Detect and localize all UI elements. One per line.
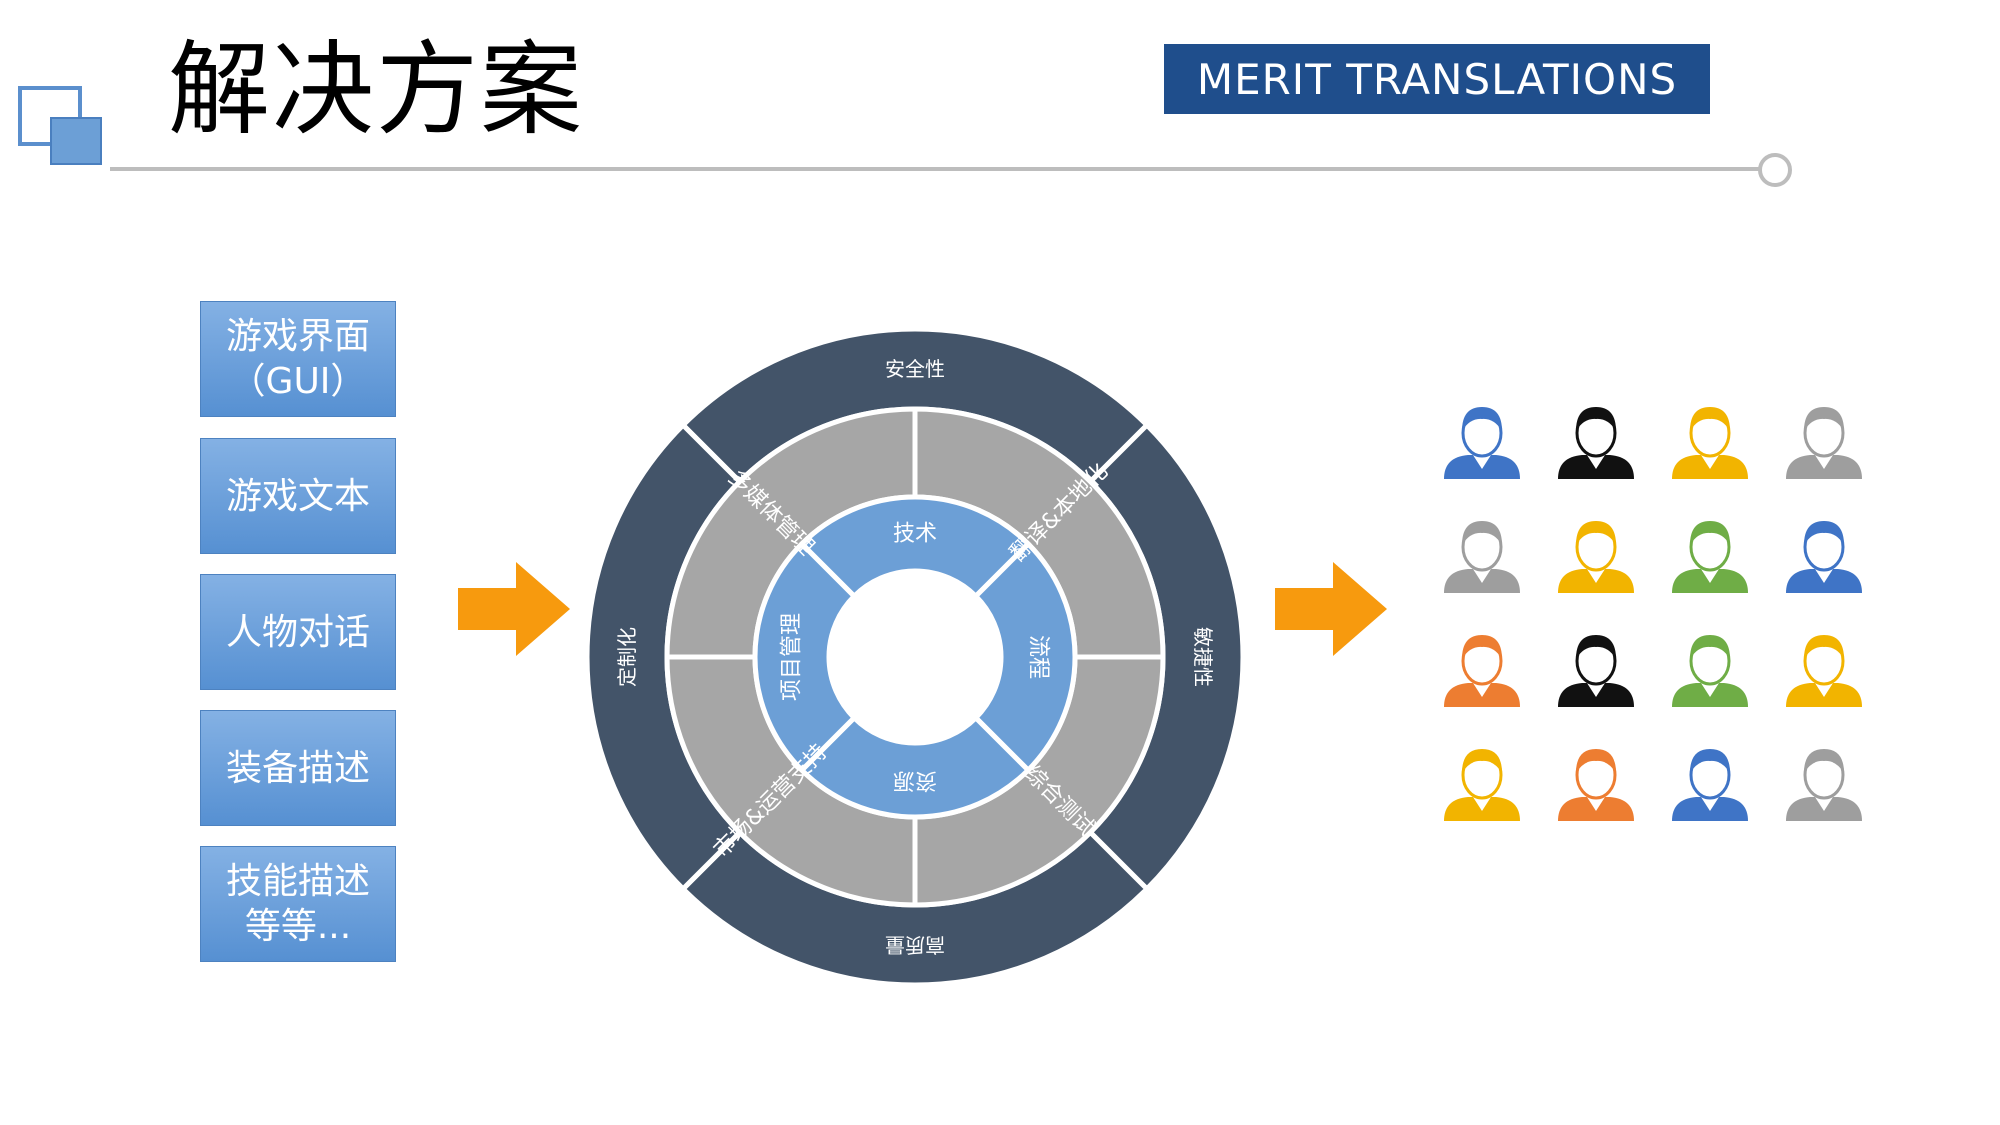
content-type-text: 游戏文本 (200, 438, 396, 554)
customer-avatar-grid (1444, 407, 1862, 821)
woman-gray-icon (1786, 749, 1862, 821)
ring-outer-quality-label: 高质量 (885, 933, 945, 957)
ring-outer-agility-label: 敏捷性 (1191, 627, 1215, 687)
woman-dark-icon (1558, 635, 1634, 707)
man-vest-icon (1444, 749, 1520, 821)
brand-badge: MERIT TRANSLATIONS (1164, 44, 1710, 114)
ring-inner-process-segment (972, 540, 1078, 774)
logo-square-filled (50, 117, 102, 165)
page-title: 解决方案 (168, 31, 584, 150)
man-beard-icon (1672, 521, 1748, 593)
ring-inner-process-label: 流程 (1026, 635, 1051, 679)
ring-center-hub (832, 574, 998, 740)
man-green-icon (1672, 635, 1748, 707)
ring-inner-resources-segment (798, 714, 1032, 820)
man-glasses-icon (1444, 407, 1520, 479)
ring-inner-technology-segment (798, 494, 1032, 600)
solution-ring-diagram: 安全性敏捷性高质量定制化多媒体管理翻译&本地化综合测试市场&运营支持技术流程资源… (585, 327, 1245, 987)
content-type-skills: 技能描述 等等... (200, 846, 396, 962)
content-type-equipment: 装备描述 (200, 710, 396, 826)
man-striped-icon (1444, 521, 1520, 593)
man-mustache-icon (1786, 521, 1862, 593)
man-glasses-yellow-icon (1786, 635, 1862, 707)
man-cap-icon (1558, 407, 1634, 479)
ring-inner-pm-segment (752, 540, 858, 774)
ring-inner-pm-label: 项目管理 (780, 613, 805, 701)
content-type-dialogue: 人物对话 (200, 574, 396, 690)
woman-headset-icon (1672, 749, 1748, 821)
man-suit-icon (1672, 407, 1748, 479)
man-beard-glasses-icon (1786, 407, 1862, 479)
ring-inner-resources-label: 资源 (893, 768, 937, 793)
ring-outer-security-label: 安全性 (885, 357, 945, 381)
arrow-right-icon (1275, 562, 1387, 656)
header-divider (110, 167, 1760, 171)
divider-end-circle (1758, 153, 1792, 187)
ring-inner-technology-label: 技术 (893, 522, 937, 547)
arrow-right-icon (458, 562, 570, 656)
content-type-gui: 游戏界面 （GUI） (200, 301, 396, 417)
woman-orange-icon (1558, 749, 1634, 821)
man-outline-icon (1558, 521, 1634, 593)
ring-outer-customization-label: 定制化 (615, 627, 639, 687)
man-tie-icon (1444, 635, 1520, 707)
